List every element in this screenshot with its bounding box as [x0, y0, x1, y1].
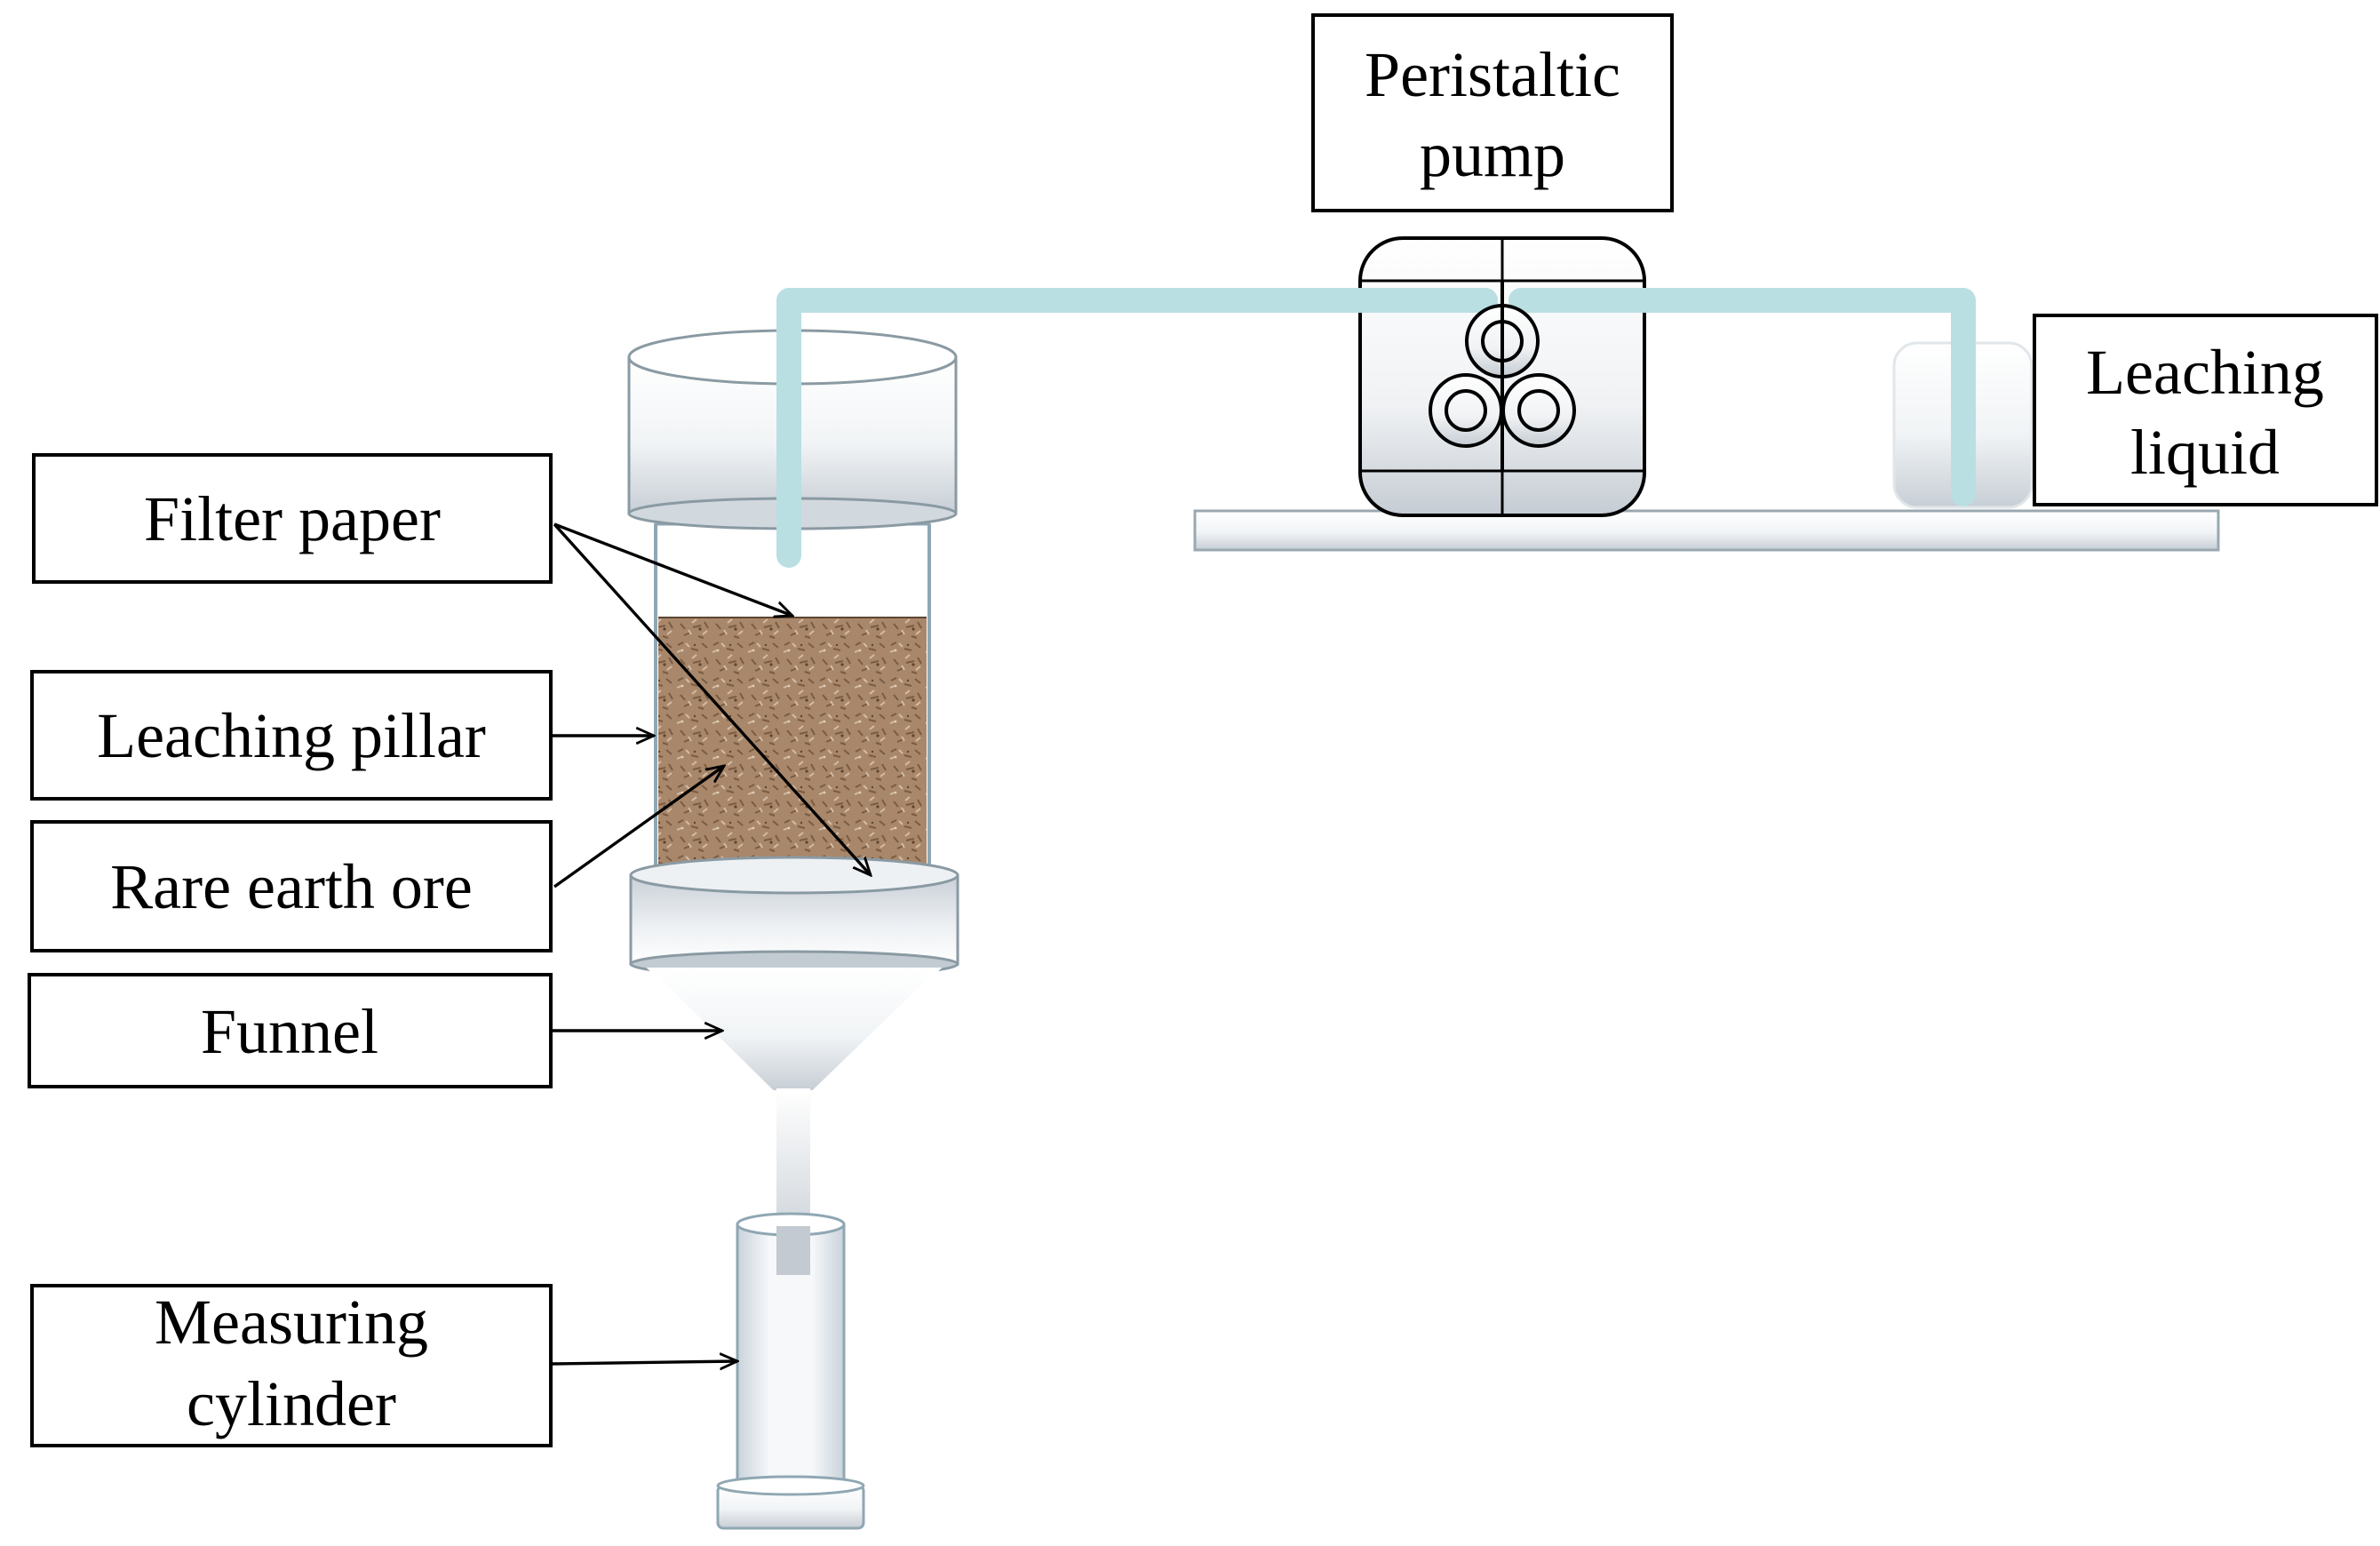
- peristaltic-pump-label-line2: pump: [1420, 119, 1565, 190]
- pump-rollers: [1429, 281, 1576, 471]
- filter-paper-arrow-bottom: [553, 522, 871, 875]
- leaching-liquid-box: [2033, 314, 2378, 506]
- measuring-cylinder-shape: [716, 1212, 865, 1530]
- column-bottom-collar: [629, 856, 959, 978]
- rare-earth-ore-bed: [658, 618, 927, 877]
- funnel-box: [28, 973, 553, 1088]
- rare-earth-ore-arrow: [553, 766, 724, 889]
- peristaltic-pump-box: [1311, 13, 1674, 212]
- peristaltic-pump-label-line1: Peristaltic: [1365, 39, 1620, 110]
- base-shelf: [1193, 509, 2220, 552]
- filter-paper-label: Filter paper: [144, 483, 441, 554]
- rare-earth-ore-box: [30, 820, 553, 952]
- rare-earth-ore-label: Rare earth ore: [110, 851, 473, 922]
- leaching-liquid-label-line2: liquid: [2130, 417, 2280, 488]
- measuring-cylinder-arrow: [550, 1361, 737, 1364]
- leaching-pillar-box: [30, 670, 553, 801]
- funnel-label: Funnel: [201, 996, 378, 1067]
- filter-paper-box: [32, 453, 553, 584]
- leaching-pillar-label: Leaching pillar: [97, 700, 486, 771]
- leaching-liquid-label-line1: Leaching: [2086, 337, 2324, 408]
- measuring-cylinder-box: [30, 1284, 553, 1447]
- filter-paper-arrow-top: [553, 522, 792, 616]
- measuring-cylinder-label-line2: cylinder: [187, 1368, 396, 1439]
- measuring-cylinder-label-line1: Measuring: [155, 1287, 428, 1358]
